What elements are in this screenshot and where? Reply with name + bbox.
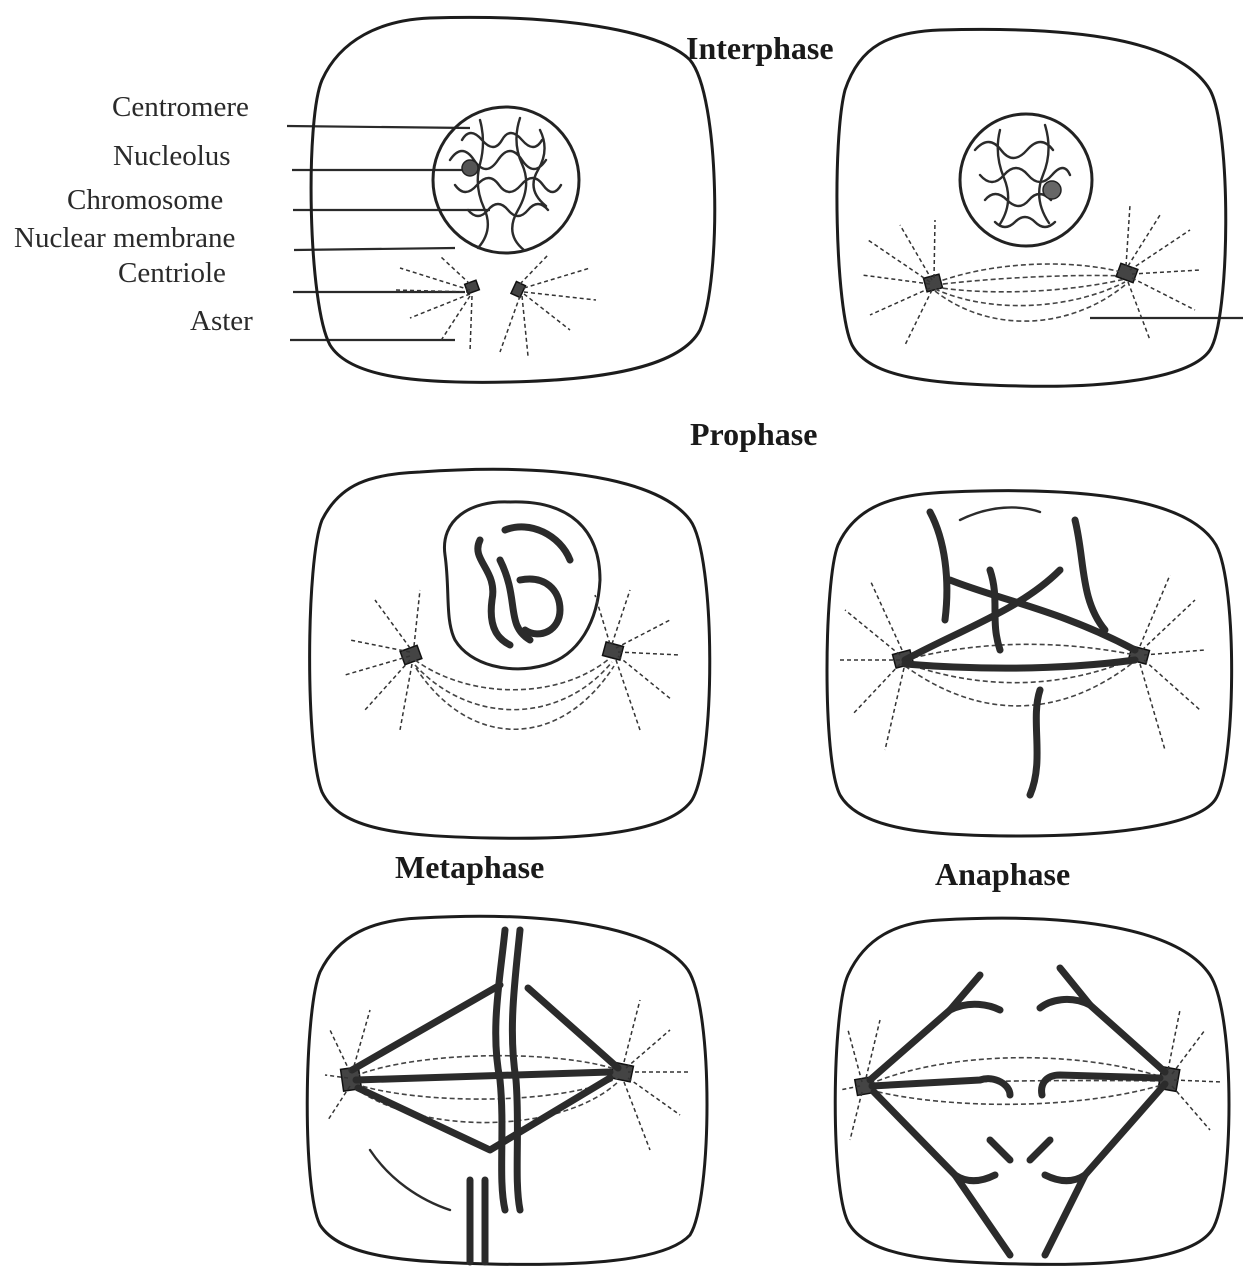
chromosome bbox=[512, 930, 520, 1210]
cell-prometaphase bbox=[827, 491, 1232, 836]
chromosome-fragment bbox=[960, 507, 1040, 520]
chromosome bbox=[470, 1180, 485, 1262]
part-label-centriole: Centriole bbox=[118, 257, 226, 289]
chromosome bbox=[356, 1072, 610, 1080]
cell-membrane bbox=[835, 918, 1229, 1264]
chromosome bbox=[905, 570, 1060, 660]
chromosome bbox=[905, 660, 1135, 668]
spindle bbox=[905, 644, 1135, 706]
aster-left bbox=[840, 580, 904, 750]
spindle bbox=[935, 264, 1125, 321]
chromosome bbox=[478, 540, 510, 645]
nucleolus bbox=[1043, 181, 1061, 199]
part-label-nuclear-membrane: Nuclear membrane bbox=[14, 222, 235, 254]
cell-membrane bbox=[827, 491, 1232, 836]
chromosome-fragment bbox=[370, 1150, 450, 1210]
chromosome bbox=[990, 1140, 1050, 1160]
chromosome bbox=[496, 930, 505, 1210]
stage-label-anaphase: Anaphase bbox=[935, 856, 1070, 892]
cell-interphase bbox=[311, 17, 715, 382]
stage-label-interphase: Interphase bbox=[686, 30, 834, 66]
spindle bbox=[355, 1056, 618, 1123]
chromosome bbox=[1030, 690, 1040, 795]
chromatin bbox=[975, 125, 1070, 227]
chromosome bbox=[528, 988, 618, 1068]
cell-early-prophase bbox=[837, 29, 1226, 386]
cell-membrane bbox=[311, 17, 715, 382]
chromosome bbox=[874, 1092, 995, 1181]
aster-right bbox=[595, 590, 680, 730]
part-label-aster: Aster bbox=[190, 305, 253, 337]
aster-right bbox=[1140, 575, 1205, 750]
part-label-centromere: Centromere bbox=[112, 91, 249, 123]
chromosome bbox=[955, 1175, 1085, 1255]
nucleus-membrane bbox=[433, 107, 579, 253]
chromosome bbox=[358, 1078, 610, 1150]
leader-lines bbox=[287, 126, 1243, 340]
chromosome bbox=[1040, 999, 1165, 1072]
cell-membrane bbox=[837, 29, 1226, 386]
leader-nuclear-membrane bbox=[294, 248, 455, 250]
centriole-right bbox=[511, 282, 526, 298]
aster-right bbox=[624, 1000, 690, 1150]
chromosome bbox=[990, 570, 1000, 650]
chromosome bbox=[1075, 520, 1105, 630]
nucleolus bbox=[462, 160, 478, 176]
cell-metaphase bbox=[307, 916, 707, 1264]
cell-late-prophase bbox=[310, 469, 710, 838]
chromosome bbox=[1045, 1084, 1165, 1181]
part-label-nucleolus: Nucleolus bbox=[113, 140, 231, 172]
chromosome bbox=[352, 985, 500, 1070]
cell-anaphase bbox=[835, 918, 1229, 1264]
nucleus-membrane bbox=[960, 114, 1092, 246]
part-label-chromosome: Chromosome bbox=[67, 184, 223, 216]
chromosome bbox=[1042, 1075, 1160, 1095]
chromatin bbox=[450, 118, 561, 250]
chromosome bbox=[930, 512, 947, 620]
stage-label-metaphase: Metaphase bbox=[395, 849, 544, 885]
chromosome bbox=[950, 580, 1135, 650]
chromosome bbox=[872, 1079, 1010, 1095]
stage-label-prophase: Prophase bbox=[690, 416, 817, 452]
chromosome bbox=[870, 1004, 1000, 1080]
